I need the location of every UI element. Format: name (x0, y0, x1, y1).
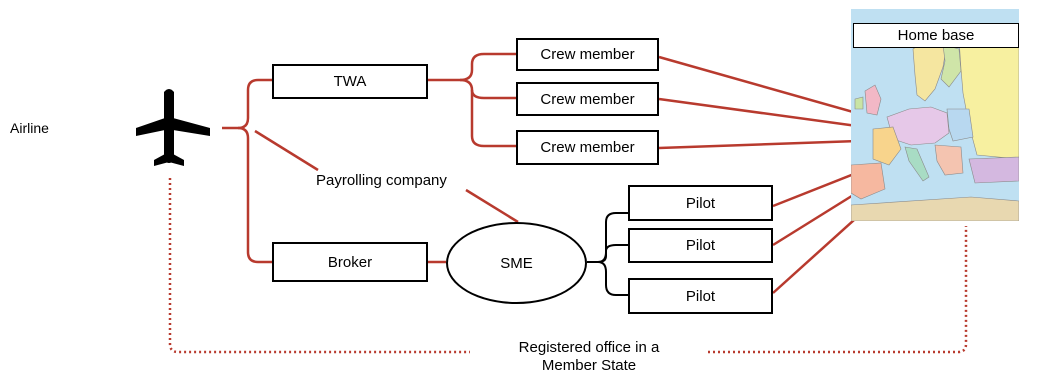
airplane-icon (136, 89, 210, 166)
twa-box: TWA (272, 64, 428, 99)
broker-box: Broker (272, 242, 428, 282)
pilot-label: Pilot (685, 194, 716, 212)
crew-member-box-1: Crew member (516, 38, 659, 71)
registered-office-dotted-left (168, 178, 470, 354)
payrolling-company-label: Payrolling company (313, 171, 450, 190)
pilot-label: Pilot (685, 237, 716, 254)
payrolling-to-sme-line (465, 188, 519, 224)
pilot-box-1: Pilot (628, 185, 773, 221)
crew-member-label: Crew member (540, 46, 635, 63)
sme-to-pilot-2-line (597, 244, 628, 263)
registered-office-dotted-right (708, 226, 968, 354)
sme-ellipse: SME (446, 222, 587, 304)
registered-office-line-2: Member State (541, 357, 637, 374)
airline-to-broker-line (237, 126, 272, 264)
pilot-box-2: Pilot (628, 228, 773, 263)
airline-to-twa-line (222, 78, 272, 130)
pilot-label: Pilot (685, 287, 716, 305)
pilot-box-3: Pilot (628, 278, 773, 314)
sme-to-pilot-3-line (597, 261, 628, 296)
airline-to-payrolling-line (254, 129, 319, 172)
twa-crew-branch-2 (459, 78, 516, 100)
sme-label: SME (500, 254, 533, 272)
crew-member-box-3: Crew member (516, 130, 659, 165)
crew-member-box-2: Crew member (516, 82, 659, 116)
registered-office-label: Registered office in a Member State (470, 339, 708, 375)
home-base-box: Home base (853, 23, 1019, 48)
twa-crew-branch-1 (459, 52, 516, 82)
sme-to-pilots-bracket (587, 212, 628, 263)
broker-label: Broker (327, 253, 373, 271)
crew-member-label: Crew member (540, 139, 635, 156)
twa-label: TWA (333, 73, 367, 90)
home-base-label: Home base (897, 27, 975, 44)
crew-member-label: Crew member (540, 90, 635, 108)
airline-label: Airline (10, 119, 49, 138)
registered-office-line-1: Registered office in a (518, 339, 660, 356)
twa-crew-branch-3 (470, 90, 516, 148)
